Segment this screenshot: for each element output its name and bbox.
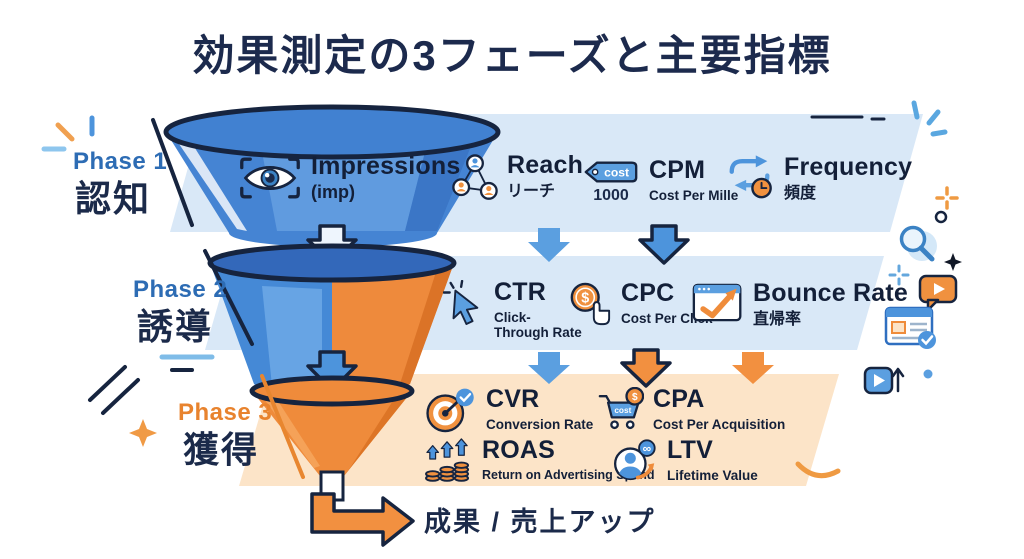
svg-text:cost: cost: [604, 166, 629, 180]
sparkle-icon: [129, 419, 157, 447]
browser-check-icon: [692, 281, 744, 324]
metric-cpa: cost $ CPA Cost Per Acquisition: [598, 386, 785, 433]
phase1-label: Phase 1: [73, 148, 168, 175]
phase2-name: 誘導: [137, 306, 214, 347]
right-decorations: [795, 100, 962, 479]
person-infinity-icon: ∞: [610, 438, 658, 484]
funnel-bottom-section: [249, 375, 415, 502]
plus-sparkle-icon: [888, 264, 910, 286]
svg-text:$: $: [632, 392, 638, 403]
page-title: 効果測定の3フェーズと主要指標: [192, 32, 832, 79]
cursor-icon: [443, 280, 485, 326]
svg-text:cost: cost: [614, 406, 631, 415]
play-up-icon: [863, 366, 933, 395]
metric-roas: ROAS Return on Advertising Spend: [423, 437, 654, 482]
band-arrow-orange: [732, 352, 774, 384]
metric-frequency: Frequency 頻度: [725, 154, 912, 203]
metric-impressions: Impressions (imp): [238, 153, 460, 203]
browser-check-decor-icon: [884, 306, 936, 349]
metric-ctr: CTR Click-Through Rate: [443, 279, 582, 341]
metric-ltv: ∞ LTV Lifetime Value: [610, 437, 758, 484]
phase2-label: Phase 2: [133, 276, 228, 303]
video-bubble-icon: [918, 274, 958, 312]
band-arrow-blue-outlined: [638, 224, 690, 265]
phase1-name: 認知: [75, 178, 152, 219]
band-arrow-blue-1: [528, 228, 570, 262]
metric-cvr: CVR Conversion Rate: [421, 386, 593, 434]
circle-decor: [934, 210, 948, 224]
metric-cpm: cost 1000 CPM Cost Per Mille: [582, 157, 738, 205]
coins-up-icon: [423, 438, 473, 482]
frequency-icon: [725, 155, 775, 200]
plus-sparkle-icon: [935, 186, 959, 210]
svg-text:$: $: [581, 291, 589, 307]
metric-cpc: $ CPC Cost Per Click: [568, 280, 713, 329]
cost-tag-icon: cost 1000: [582, 158, 640, 205]
left-decorations: [41, 115, 305, 479]
cart-coin-icon: cost $: [598, 387, 644, 433]
network-icon: [452, 153, 498, 203]
band-arrow-orange-outlined: [620, 348, 672, 388]
sparkle-icon: [911, 100, 948, 137]
eye-icon: [238, 154, 302, 202]
search-icon: [899, 225, 937, 262]
phase3-name: 獲得: [183, 429, 260, 470]
outcome-text: 成果 / 売上アップ: [424, 507, 656, 537]
svg-text:∞: ∞: [643, 441, 652, 455]
coin-hand-icon: $: [568, 281, 612, 329]
sparkle-icon: [944, 253, 962, 271]
outcome-arrow: [310, 492, 415, 547]
metric-reach: Reach リーチ: [452, 152, 583, 203]
phase3-label: Phase 3: [178, 399, 273, 426]
target-check-icon: [421, 387, 477, 434]
swoosh-decor: [795, 461, 841, 479]
metric-bounce-rate: Bounce Rate 直帰率: [692, 280, 908, 329]
cpm-1000-value: 1000: [593, 187, 629, 204]
band-arrow-blue-2: [528, 352, 570, 384]
